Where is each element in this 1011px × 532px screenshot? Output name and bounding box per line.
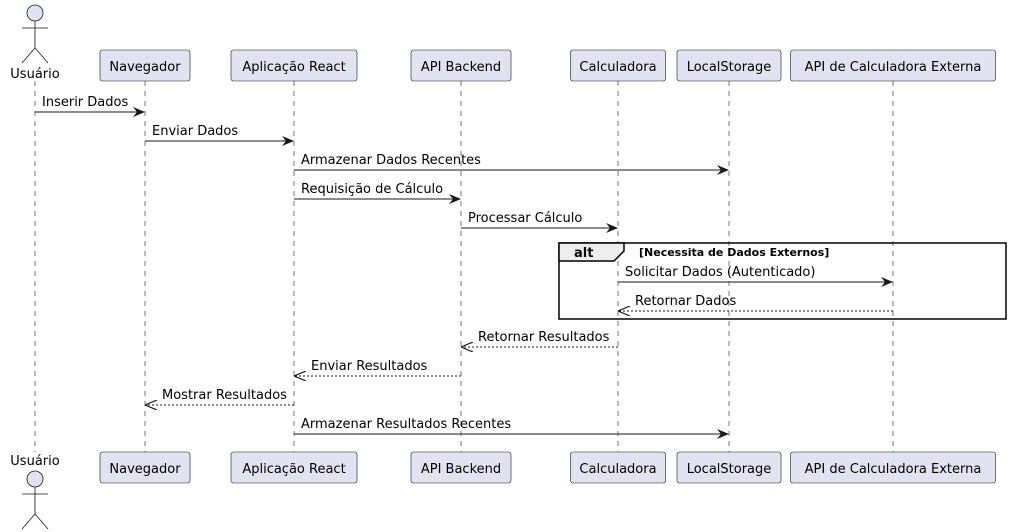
alt-fragment-frame (558, 242, 1007, 320)
participant-label-api-bottom: API Backend (421, 462, 501, 477)
participant-label-calc-bottom: Calculadora (579, 462, 656, 477)
participant-box-react-top (230, 49, 358, 82)
actor-label-top: Usuário (10, 67, 59, 82)
actor-head-top (26, 4, 44, 22)
message-2: Enviar Dados (145, 124, 294, 146)
participant-label-navegador-bottom: Navegador (109, 462, 181, 477)
participant-calc-bottom: Calculadora (570, 451, 666, 484)
message-10: Mostrar Resultados (146, 388, 294, 405)
actor-body-top (21, 21, 49, 64)
participant-box-navegador-bottom (99, 451, 191, 484)
message-label-10: Mostrar Resultados (162, 388, 287, 403)
message-label-8: Retornar Resultados (478, 330, 610, 345)
message-6: Solicitar Dados (Autenticado) (618, 265, 893, 287)
message-1: Inserir Dados (35, 95, 145, 117)
alt-fragment-tab (558, 242, 625, 262)
participant-navegador-top: Navegador (99, 49, 191, 82)
actor-label-bottom: Usuário (10, 454, 59, 469)
participant-react-top: Aplicação React (230, 49, 358, 82)
participant-label-api-top: API Backend (421, 60, 501, 75)
participant-box-calc-bottom (570, 451, 666, 484)
participant-label-extapi-top: API de Calculadora Externa (805, 60, 982, 75)
participant-box-calc-top (570, 49, 666, 82)
participant-label-extapi-bottom: API de Calculadora Externa (805, 462, 982, 477)
participant-navegador-bottom: Navegador (99, 451, 191, 484)
message-3: Armazenar Dados Recentes (294, 153, 729, 175)
alt-keyword: alt (574, 246, 593, 261)
lifelines (34, 81, 894, 452)
participant-react-bottom: Aplicação React (230, 451, 358, 484)
message-9: Enviar Resultados (295, 359, 461, 376)
participant-box-react-bottom (230, 451, 358, 484)
alt-guard: [Necessita de Dados Externos] (639, 246, 829, 259)
alt-fragment: alt [Necessita de Dados Externos] (558, 242, 1007, 320)
participant-api-top: API Backend (410, 49, 512, 82)
participant-box-api-bottom (410, 451, 512, 484)
participant-label-calc-top: Calculadora (579, 60, 656, 75)
participant-storage-top: LocalStorage (676, 49, 782, 82)
message-4: Requisição de Cálculo (294, 182, 461, 204)
message-label-4: Requisição de Cálculo (301, 182, 443, 197)
participant-api-bottom: API Backend (410, 451, 512, 484)
participant-usuario-bottom: Usuário (10, 454, 60, 530)
participant-box-storage-bottom (676, 451, 782, 484)
actor-head-bottom (26, 470, 44, 488)
participant-box-extapi-top (790, 49, 996, 82)
message-8: Retornar Resultados (462, 330, 618, 347)
message-label-1: Inserir Dados (42, 95, 128, 110)
message-label-7: Retornar Dados (635, 294, 736, 309)
message-7: Retornar Dados (619, 294, 893, 311)
participant-label-storage-top: LocalStorage (687, 60, 772, 75)
participant-box-navegador-top (99, 49, 191, 82)
participant-box-storage-top (676, 49, 782, 82)
participants: UsuárioUsuárioNavegadorNavegadorAplicaçã… (10, 4, 996, 530)
participant-label-react-bottom: Aplicação React (242, 462, 345, 477)
participant-label-react-top: Aplicação React (242, 60, 345, 75)
message-5: Processar Cálculo (461, 211, 618, 233)
message-label-2: Enviar Dados (152, 124, 238, 139)
participant-storage-bottom: LocalStorage (676, 451, 782, 484)
participant-label-storage-bottom: LocalStorage (687, 462, 772, 477)
message-label-11: Armazenar Resultados Recentes (301, 417, 511, 432)
participant-extapi-top: API de Calculadora Externa (790, 49, 996, 82)
participant-box-api-top (410, 49, 512, 82)
message-label-3: Armazenar Dados Recentes (301, 153, 481, 168)
actor-body-bottom (21, 487, 49, 530)
participant-box-extapi-bottom (790, 451, 996, 484)
message-11: Armazenar Resultados Recentes (294, 417, 729, 439)
participant-usuario-top: Usuário (10, 4, 60, 82)
message-label-5: Processar Cálculo (468, 211, 582, 226)
participant-label-navegador-top: Navegador (109, 60, 181, 75)
participant-calc-top: Calculadora (570, 49, 666, 82)
message-label-6: Solicitar Dados (Autenticado) (625, 265, 815, 280)
participant-extapi-bottom: API de Calculadora Externa (790, 451, 996, 484)
message-label-9: Enviar Resultados (311, 359, 428, 374)
